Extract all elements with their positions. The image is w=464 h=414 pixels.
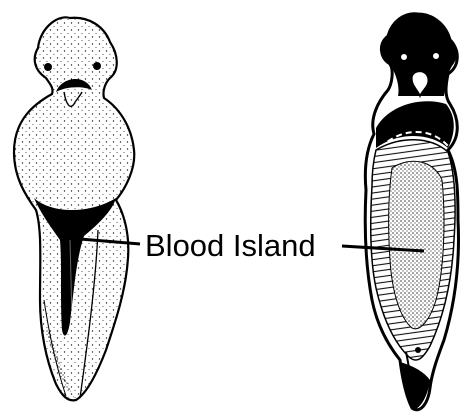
blood-island-label: Blood Island xyxy=(145,228,316,263)
left-embryo-eye-left xyxy=(44,63,52,71)
right-embryo xyxy=(365,14,458,410)
left-embryo-outline xyxy=(14,17,134,400)
left-embryo xyxy=(14,17,134,400)
left-embryo-eye-right xyxy=(93,62,101,70)
